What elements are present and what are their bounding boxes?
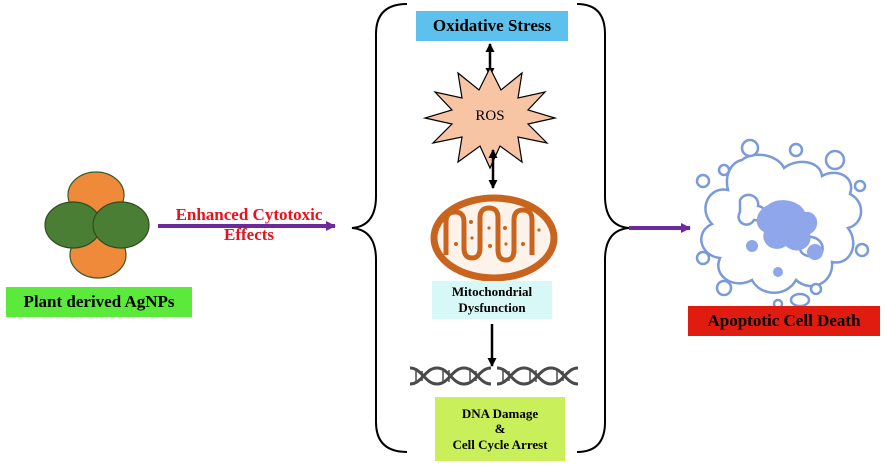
oxidative-stress-label: Oxidative Stress xyxy=(432,15,552,35)
source-box: Plant derived AgNPs xyxy=(6,287,192,317)
mitochondrial-label-line2: Dysfunction xyxy=(458,300,526,315)
right-brace xyxy=(576,3,630,453)
effect-label: Enhanced Cytotoxic Effects xyxy=(160,205,338,244)
dna-damage-box: DNA Damage & Cell Cycle Arrest xyxy=(435,397,565,461)
outcome-label: Apoptotic Cell Death xyxy=(707,310,861,330)
mitochondrion-icon xyxy=(430,194,558,282)
dna-label-line1: DNA Damage xyxy=(461,405,539,421)
mitochondrial-box: Mitochondrial Dysfunction xyxy=(432,281,552,319)
oxidative-stress-box: Oxidative Stress xyxy=(416,11,568,41)
effect-label-line1: Enhanced Cytotoxic xyxy=(175,205,323,224)
mitochondrial-label-line1: Mitochondrial xyxy=(451,284,533,300)
source-label: Plant derived AgNPs xyxy=(23,291,175,311)
effect-label-line2: Effects xyxy=(223,224,275,244)
dna-helix-icon-left xyxy=(409,366,492,386)
nanoparticle-cluster-icon xyxy=(44,171,150,279)
ros-text: ROS xyxy=(475,108,505,124)
left-brace xyxy=(351,3,408,453)
dna-label-line2: & xyxy=(494,421,506,437)
dna-helix-icon-right xyxy=(496,366,579,386)
dna-label-line3: Cell Cycle Arrest xyxy=(452,436,548,452)
outcome-box: Apoptotic Cell Death xyxy=(688,306,880,336)
cell-nucleus-icon xyxy=(746,200,823,277)
ros-label: ROS xyxy=(460,108,520,125)
